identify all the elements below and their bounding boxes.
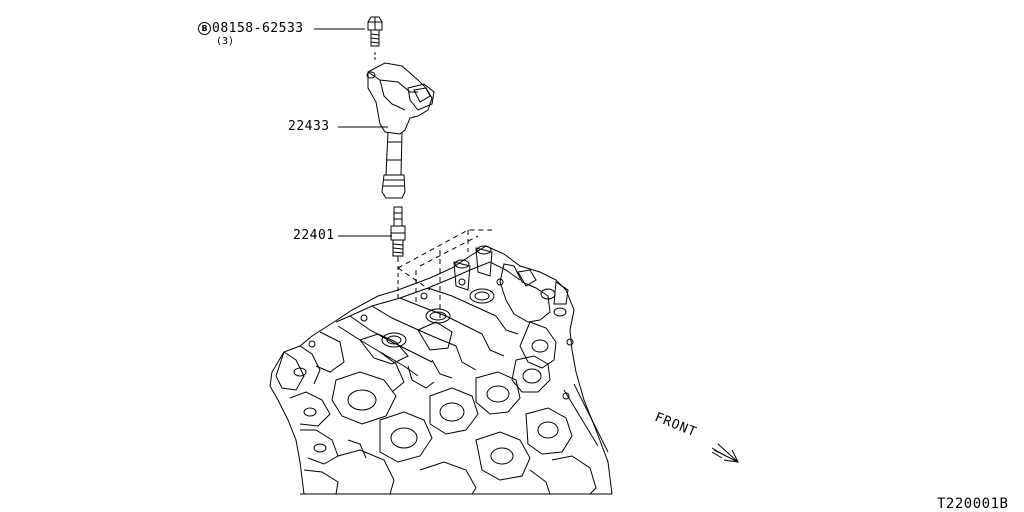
spark-plug-part-number: 22401 — [293, 228, 335, 243]
ignition-coil-part-number: 22433 — [288, 119, 330, 134]
front-arrow-icon — [712, 444, 738, 462]
bolt-mark-icon: B — [198, 22, 211, 35]
alignment-guides — [398, 230, 492, 320]
ignition-coil-drawing — [367, 63, 434, 198]
figure-code: T220001B — [937, 496, 1009, 512]
bolt-drawing — [368, 17, 382, 62]
engine-drawing — [270, 246, 612, 494]
bolt-quantity: (3) — [216, 36, 235, 47]
bolt-part-number: 08158-62533 — [212, 21, 304, 36]
spark-plug-drawing — [391, 207, 405, 300]
